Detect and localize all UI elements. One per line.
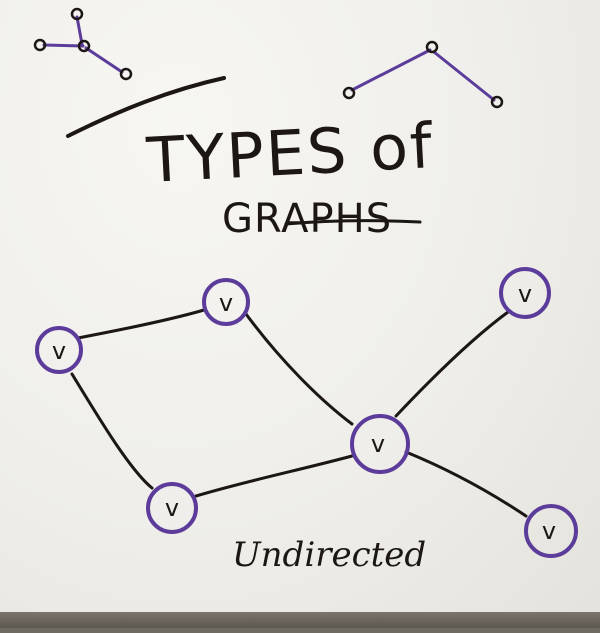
graph-node: v [524, 504, 578, 558]
node-label: v [165, 494, 179, 522]
node-label: v [371, 430, 385, 458]
node-label: v [542, 517, 556, 545]
edge-center-topright [394, 310, 510, 418]
edge-center-bottomright [404, 450, 528, 518]
title-line2-underline [284, 219, 422, 226]
edge-top-center [244, 312, 354, 426]
graph-node: v [202, 278, 250, 326]
node-label: v [219, 289, 233, 317]
graph-node: v [350, 414, 410, 474]
graph-caption: Undirected [232, 535, 426, 575]
edge-left-top [76, 308, 206, 340]
board-frame-edge [0, 612, 600, 628]
title-line1: TYPES of [144, 109, 436, 197]
sketch-graph-top-right [342, 40, 504, 109]
graph-nodes: v v v v v v [35, 267, 578, 558]
title-underline-stroke [66, 76, 226, 138]
node-label: v [518, 280, 532, 308]
graph-node: v [35, 326, 83, 374]
edge-left-bottom [70, 372, 154, 490]
sketch-graph-top-left [33, 7, 133, 81]
graph-edges [70, 308, 528, 518]
node-label: v [52, 337, 66, 365]
edge-bottom-center [194, 454, 354, 498]
title-line2: GRAPHS [222, 196, 392, 242]
graph-node: v [499, 267, 551, 319]
graph-node: v [146, 482, 198, 534]
